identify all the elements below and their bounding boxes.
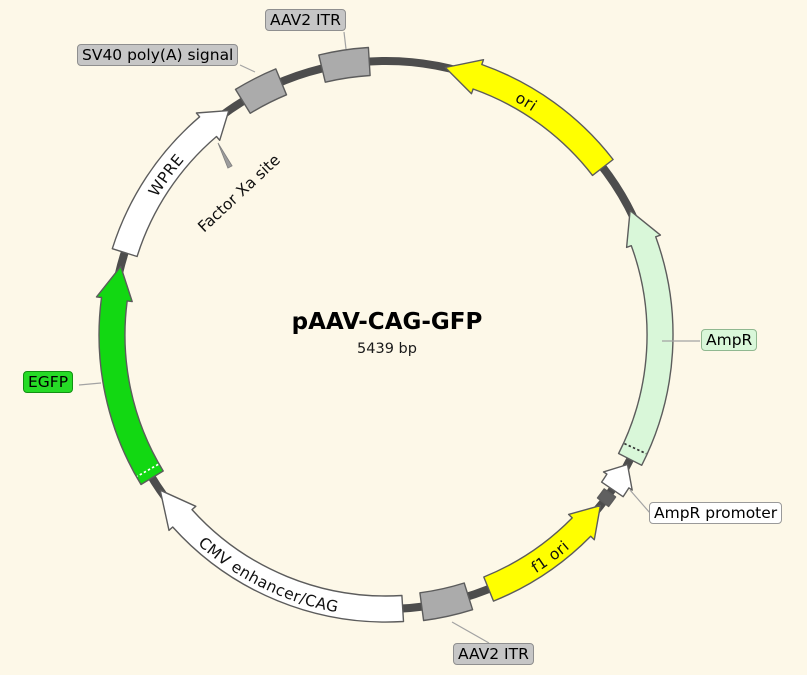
feature-ampr-promoter[interactable] [600,463,633,498]
feature-label-factor-xa-site: Factor Xa site [194,151,283,236]
boundary-mark-egfp [136,463,159,478]
feature-ori[interactable] [444,59,614,177]
feature-tag-aav2-itr-bottom[interactable]: AAV2 ITR [453,643,534,666]
plasmid-title: pAAV-CAG-GFP [291,309,483,335]
feature-tag-aav2-itr-top[interactable]: AAV2 ITR [265,9,346,32]
feature-egfp[interactable] [95,265,164,486]
feature-tag-ampr[interactable]: AmpR [701,329,758,352]
feature-f1-ori[interactable] [483,504,602,602]
leader-line-egfp [78,382,102,386]
feature-cmv-enhancer-cag[interactable] [159,489,405,623]
feature-wpre[interactable] [111,109,230,258]
feature-junction-block[interactable] [596,488,617,508]
leader-line-aav2-itr-top [343,31,347,50]
leader-line-sv40-polya [239,64,256,73]
feature-aav2-itr-top[interactable] [318,46,371,83]
boundary-mark-ampr [624,442,647,455]
feature-aav2-itr-bottom[interactable] [419,582,474,622]
feature-tag-egfp[interactable]: EGFP [23,371,74,394]
plasmid-size: 5439 bp [357,341,417,357]
feature-sv40-polya[interactable] [234,68,288,114]
feature-ampr[interactable] [617,209,674,466]
factor-xa-marker-icon[interactable] [217,142,233,169]
leader-line-ampr-promoter [629,489,651,514]
feature-label-cmv-enhancer-cag: CMV enhancer/CAG [195,534,340,617]
feature-tag-ampr-promoter[interactable]: AmpR promoter [649,502,783,525]
leader-line-aav2-itr-bottom [451,621,490,644]
feature-tag-sv40-polya[interactable]: SV40 poly(A) signal [77,44,239,67]
